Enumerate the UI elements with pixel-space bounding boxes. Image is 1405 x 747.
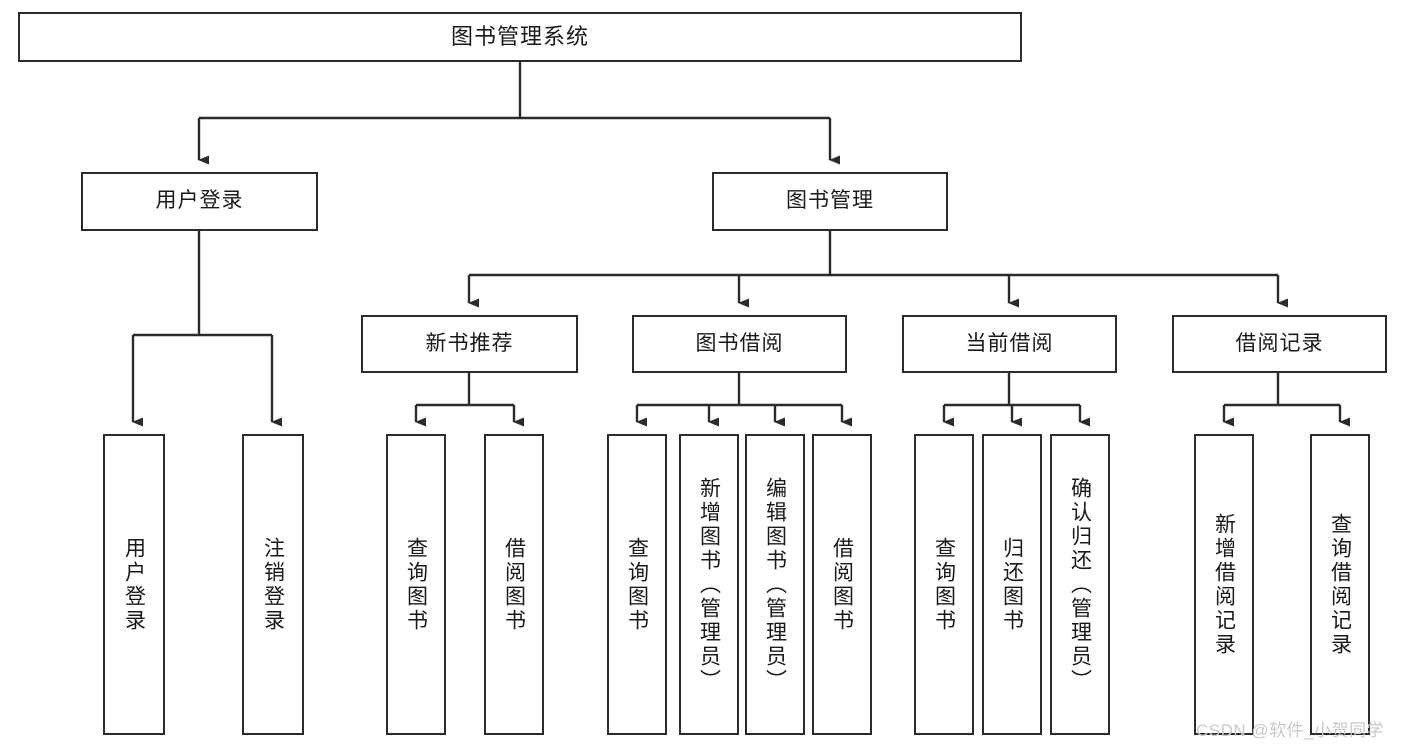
csdn-watermark: CSDN @软件_小贺同学: [1196, 721, 1385, 740]
node-label: 确认归还（管理员）: [1068, 476, 1092, 693]
node-new-book-recommendation[interactable]: 新书推荐: [361, 315, 578, 373]
leaf-add-book-admin[interactable]: 新增图书（管理员）: [679, 434, 739, 735]
leaf-borrow-book-recommend[interactable]: 借阅图书: [484, 434, 544, 735]
node-label: 查询借阅记录: [1328, 512, 1352, 657]
leaf-query-book-current[interactable]: 查询图书: [914, 434, 974, 735]
node-label: 归还图书: [1000, 536, 1024, 633]
leaf-edit-book-admin[interactable]: 编辑图书（管理员）: [745, 434, 805, 735]
node-label: 借阅图书: [502, 536, 526, 633]
node-book-management[interactable]: 图书管理: [712, 172, 948, 231]
node-label: 注销登录: [261, 536, 285, 633]
node-label: 编辑图书（管理员）: [763, 476, 787, 693]
node-label: 查询图书: [404, 536, 428, 633]
leaf-query-borrow-record[interactable]: 查询借阅记录: [1310, 434, 1370, 735]
leaf-confirm-return-admin[interactable]: 确认归还（管理员）: [1050, 434, 1110, 735]
node-label: 新增借阅记录: [1212, 512, 1236, 657]
node-label: 查询图书: [625, 536, 649, 633]
leaf-return-book[interactable]: 归还图书: [982, 434, 1042, 735]
node-current-borrow[interactable]: 当前借阅: [902, 315, 1117, 373]
node-user-login[interactable]: 用户登录: [81, 172, 318, 231]
node-label: 查询图书: [932, 536, 956, 633]
node-label: 图书管理系统: [450, 24, 589, 50]
node-label: 新增图书（管理员）: [697, 476, 721, 693]
node-label: 图书管理: [786, 189, 874, 213]
node-borrow-record[interactable]: 借阅记录: [1172, 315, 1387, 373]
node-book-borrow[interactable]: 图书借阅: [632, 315, 847, 373]
node-label: 用户登录: [155, 189, 244, 213]
leaf-logout[interactable]: 注销登录: [242, 434, 304, 735]
leaf-user-login[interactable]: 用户登录: [103, 434, 165, 735]
node-label: 借阅记录: [1235, 331, 1324, 355]
node-label: 用户登录: [122, 536, 146, 633]
leaf-query-book-recommend[interactable]: 查询图书: [386, 434, 446, 735]
leaf-borrow-book[interactable]: 借阅图书: [812, 434, 872, 735]
node-label: 图书借阅: [695, 331, 784, 355]
leaf-add-borrow-record[interactable]: 新增借阅记录: [1194, 434, 1254, 735]
node-root-system[interactable]: 图书管理系统: [18, 12, 1022, 62]
node-label: 当前借阅: [965, 331, 1054, 355]
leaf-query-book-borrow[interactable]: 查询图书: [607, 434, 667, 735]
node-label: 借阅图书: [830, 536, 854, 633]
node-label: 新书推荐: [425, 331, 514, 355]
